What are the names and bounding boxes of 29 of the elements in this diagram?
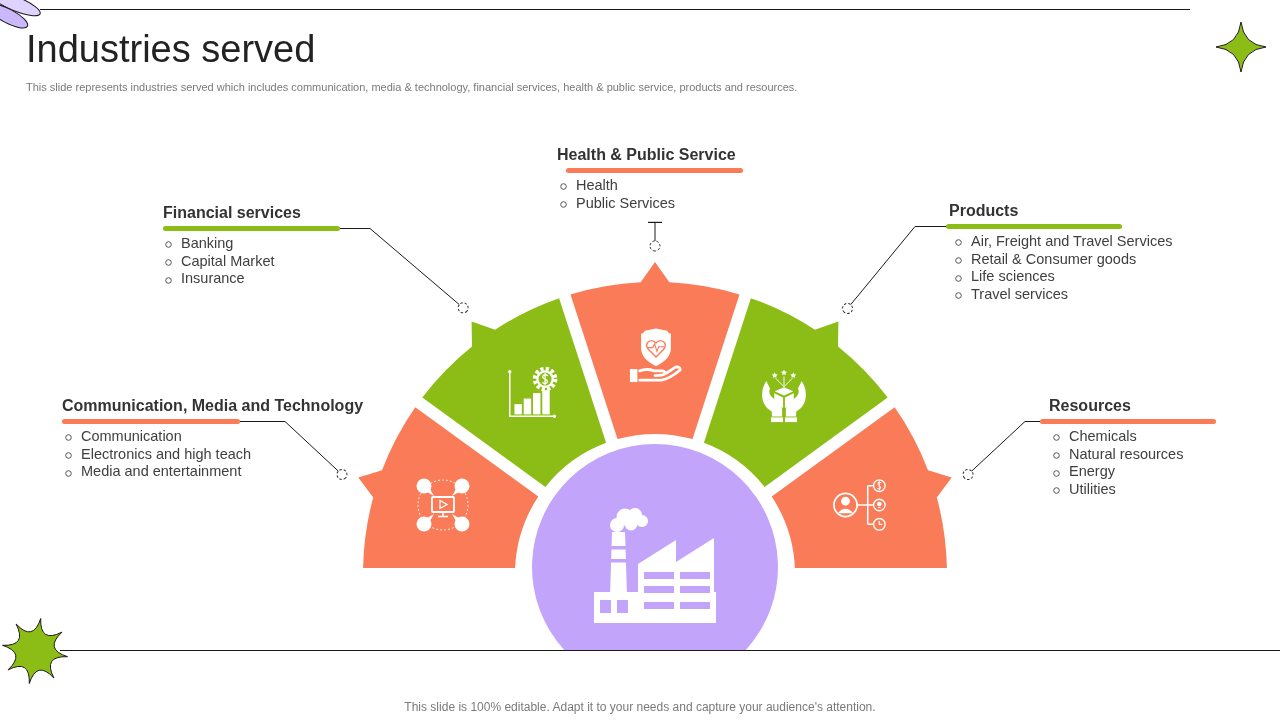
slide-title: Industries served xyxy=(26,27,316,71)
bullet-item: Banking xyxy=(181,235,234,253)
leader-line xyxy=(842,226,947,314)
bullet-item: Utilities xyxy=(1069,481,1116,499)
bullet-item: Natural resources xyxy=(1069,445,1184,464)
bullet-item: Capital Market xyxy=(181,252,275,271)
bullet-item: Chemicals xyxy=(1069,428,1137,446)
subtitle-text: This slide represents industries served which includes communication, media & technology, financial services, health & public service, products and resources. xyxy=(26,80,798,94)
section-heading: Financial services xyxy=(163,203,301,222)
section-heading: Products xyxy=(949,201,1019,220)
leader-line xyxy=(647,221,663,252)
bullet-item: Retail & Consumer goods xyxy=(971,250,1137,269)
bullet-item: Life sciences xyxy=(971,268,1055,287)
bullet-item: Insurance xyxy=(181,270,245,289)
bullet-item: Health xyxy=(576,177,618,195)
section-heading: Communication, Media and Technology xyxy=(62,396,364,415)
bullet-item: Communication xyxy=(81,428,182,446)
leader-line xyxy=(962,421,1041,480)
bullet-item: Electronics and high teach xyxy=(81,445,252,464)
leader-line xyxy=(239,421,348,480)
bullet-item: Media and entertainment xyxy=(81,463,242,482)
bullet-item: Air, Freight and Travel Services xyxy=(971,233,1173,251)
footer-note: This slide is 100% editable. Adapt it to your needs and capture your audience's attention. xyxy=(404,700,876,715)
leader-line xyxy=(339,228,469,314)
bullet-item: Travel services xyxy=(971,286,1068,304)
bullet-item: Energy xyxy=(1069,463,1115,482)
bullet-item: Public Services xyxy=(576,194,676,213)
section-heading: Resources xyxy=(1049,396,1131,415)
section-heading: Health & Public Service xyxy=(557,145,736,164)
